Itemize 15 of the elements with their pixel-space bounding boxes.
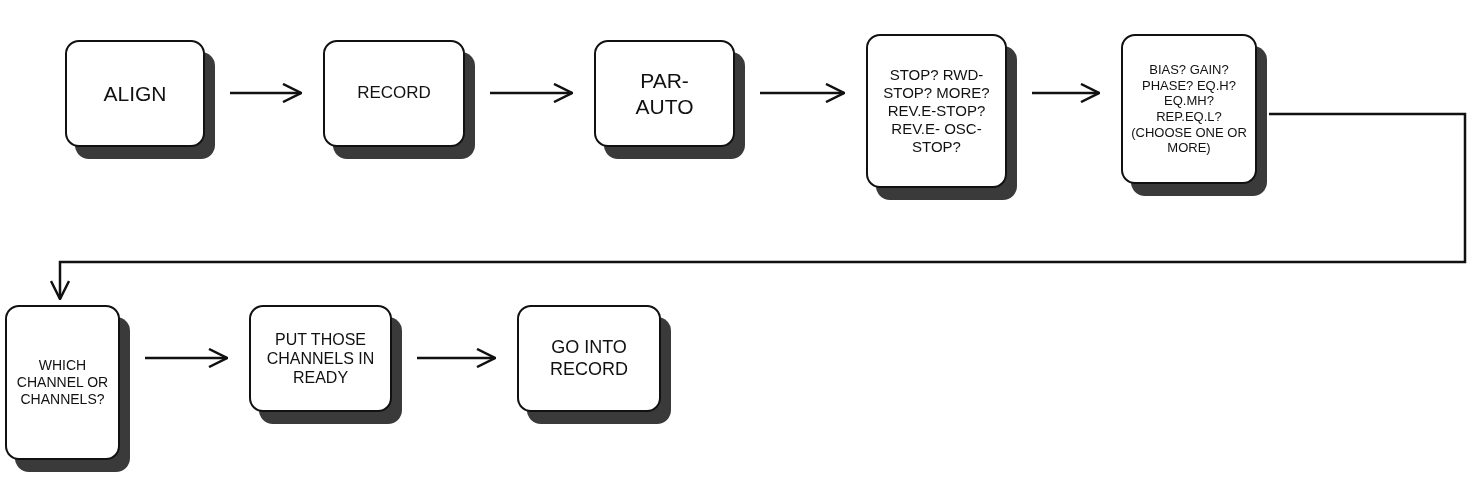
arrow	[760, 82, 846, 104]
arrow	[230, 82, 303, 104]
arrow	[490, 82, 574, 104]
box-label: STOP? RWD-STOP? MORE? REV.E-STOP? REV.E- OSC- STOP?	[882, 66, 991, 156]
box-label: RECORD	[357, 83, 431, 104]
box-label: ALIGN	[103, 80, 167, 107]
box-label: PUT THOSE CHANNELS IN READY	[265, 329, 376, 388]
box-label: BIAS? GAIN? PHASE? EQ.H? EQ.MH? REP.EQ.L? (CHOOSE ONE OR MORE)	[1131, 62, 1247, 156]
arrow	[417, 347, 497, 369]
arrow	[49, 112, 1467, 301]
box-label: PAR- AUTO	[634, 68, 695, 119]
arrow	[1032, 82, 1101, 104]
arrow	[145, 347, 229, 369]
box-label: WHICH CHANNEL OR CHANNELS?	[15, 357, 110, 408]
box-label: GO INTO RECORD	[549, 336, 629, 381]
